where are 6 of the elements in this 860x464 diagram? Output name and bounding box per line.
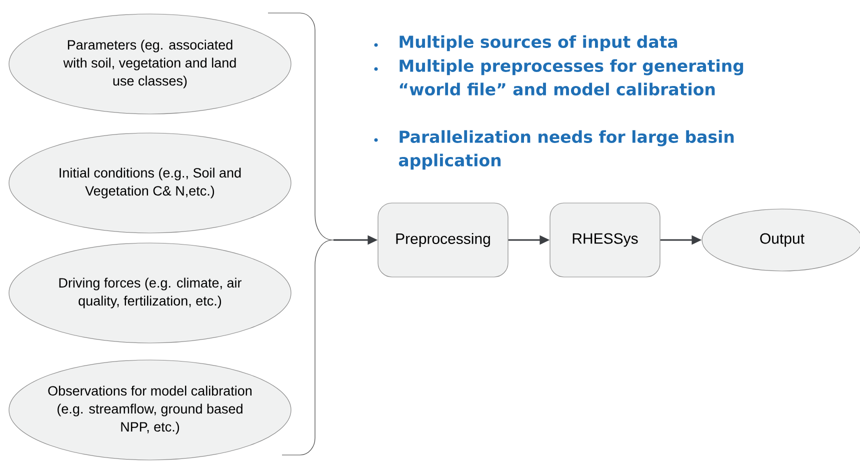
process-box: Preprocessing bbox=[378, 202, 508, 278]
process-box: RHESSys bbox=[550, 202, 660, 278]
bullet-text: Multiple preprocesses for generating “world file” and model calibration bbox=[400, 59, 744, 96]
brace bbox=[268, 12, 334, 456]
bullet-text: Multiple sources of input data bbox=[400, 35, 678, 52]
bullet-text: Parallelization needs for large basin application bbox=[398, 130, 734, 170]
